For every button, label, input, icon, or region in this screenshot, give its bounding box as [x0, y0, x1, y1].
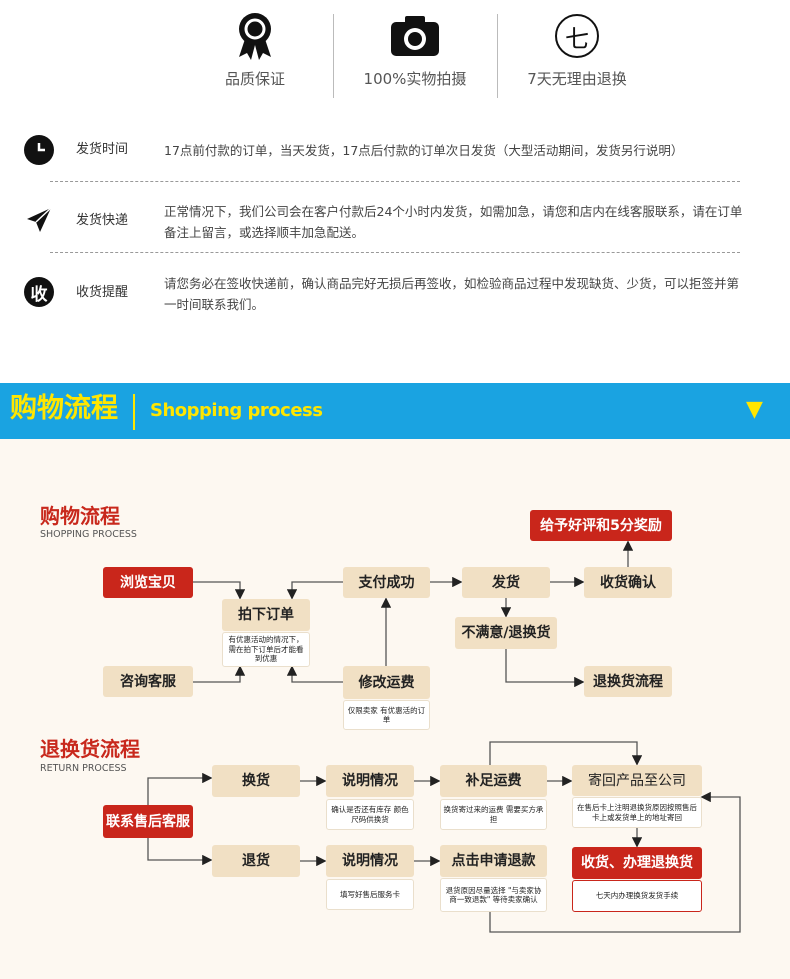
airplane-icon — [24, 205, 54, 235]
step-explain-refund: 说明情况 — [326, 845, 414, 877]
step-browse: 浏览宝贝 — [103, 567, 193, 598]
step-apply-refund: 点击申请退款 — [440, 845, 547, 877]
step-handle-return: 收货、办理退换货 — [572, 847, 702, 879]
feature-quality: 品质保证 — [175, 10, 335, 88]
step-ship: 发货 — [462, 567, 550, 598]
step-refund: 退货 — [212, 845, 300, 877]
section-banner: 购物流程 Shopping process ▼ — [0, 383, 790, 439]
seven-circle-icon: 七 — [555, 14, 599, 58]
receive-icon: 收 — [24, 277, 54, 307]
divider — [497, 14, 498, 98]
divider — [333, 14, 334, 98]
step-return-flow: 退换货流程 — [584, 666, 672, 697]
step-handle-return-note: 七天内办理换货发货手续 — [572, 880, 702, 912]
collapse-arrow-icon[interactable]: ▼ — [746, 397, 763, 422]
step-explain-exchange-note: 确认是否还有库存 颜色尺码供换货 — [326, 799, 414, 830]
step-explain-exchange: 说明情况 — [326, 765, 414, 797]
feature-photos: 100%实物拍摄 — [335, 10, 495, 88]
step-place-order-note: 有优惠活动的情况下，需在拍下订单后才能看到优惠 — [222, 632, 310, 667]
clock-icon — [24, 135, 54, 165]
step-apply-refund-note: 退货原因尽量选择 "与卖家协商一致退款" 等待卖家确认 — [440, 878, 547, 912]
camera-icon — [335, 10, 495, 62]
step-confirm: 收货确认 — [584, 567, 672, 598]
step-modify-shipping: 修改运费 — [343, 666, 430, 699]
step-supplement: 补足运费 — [440, 765, 547, 797]
step-send-back-note: 在售后卡上注明退换货原因按照售后卡上或发货单上的地址寄回 — [572, 797, 702, 828]
step-consult: 咨询客服 — [103, 666, 193, 697]
divider — [133, 394, 135, 430]
step-contact: 联系售后客服 — [103, 805, 193, 838]
step-modify-note: 仅限卖家 有优惠活的订单 — [343, 700, 430, 730]
step-unhappy: 不满意/退换货 — [455, 617, 557, 649]
step-supplement-note: 换货寄过来的运费 需要买方承担 — [440, 799, 547, 830]
award-ribbon-icon — [175, 10, 335, 62]
divider — [50, 252, 740, 253]
step-pay: 支付成功 — [343, 567, 430, 598]
step-exchange: 换货 — [212, 765, 300, 797]
step-send-back: 寄回产品至公司 — [572, 765, 702, 796]
feature-returns: 七 7天无理由退换 — [497, 10, 657, 88]
divider — [50, 181, 740, 182]
step-explain-refund-note: 填写好售后服务卡 — [326, 879, 414, 910]
step-review: 给予好评和5分奖励 — [530, 510, 672, 541]
step-place-order: 拍下订单 — [222, 599, 310, 631]
